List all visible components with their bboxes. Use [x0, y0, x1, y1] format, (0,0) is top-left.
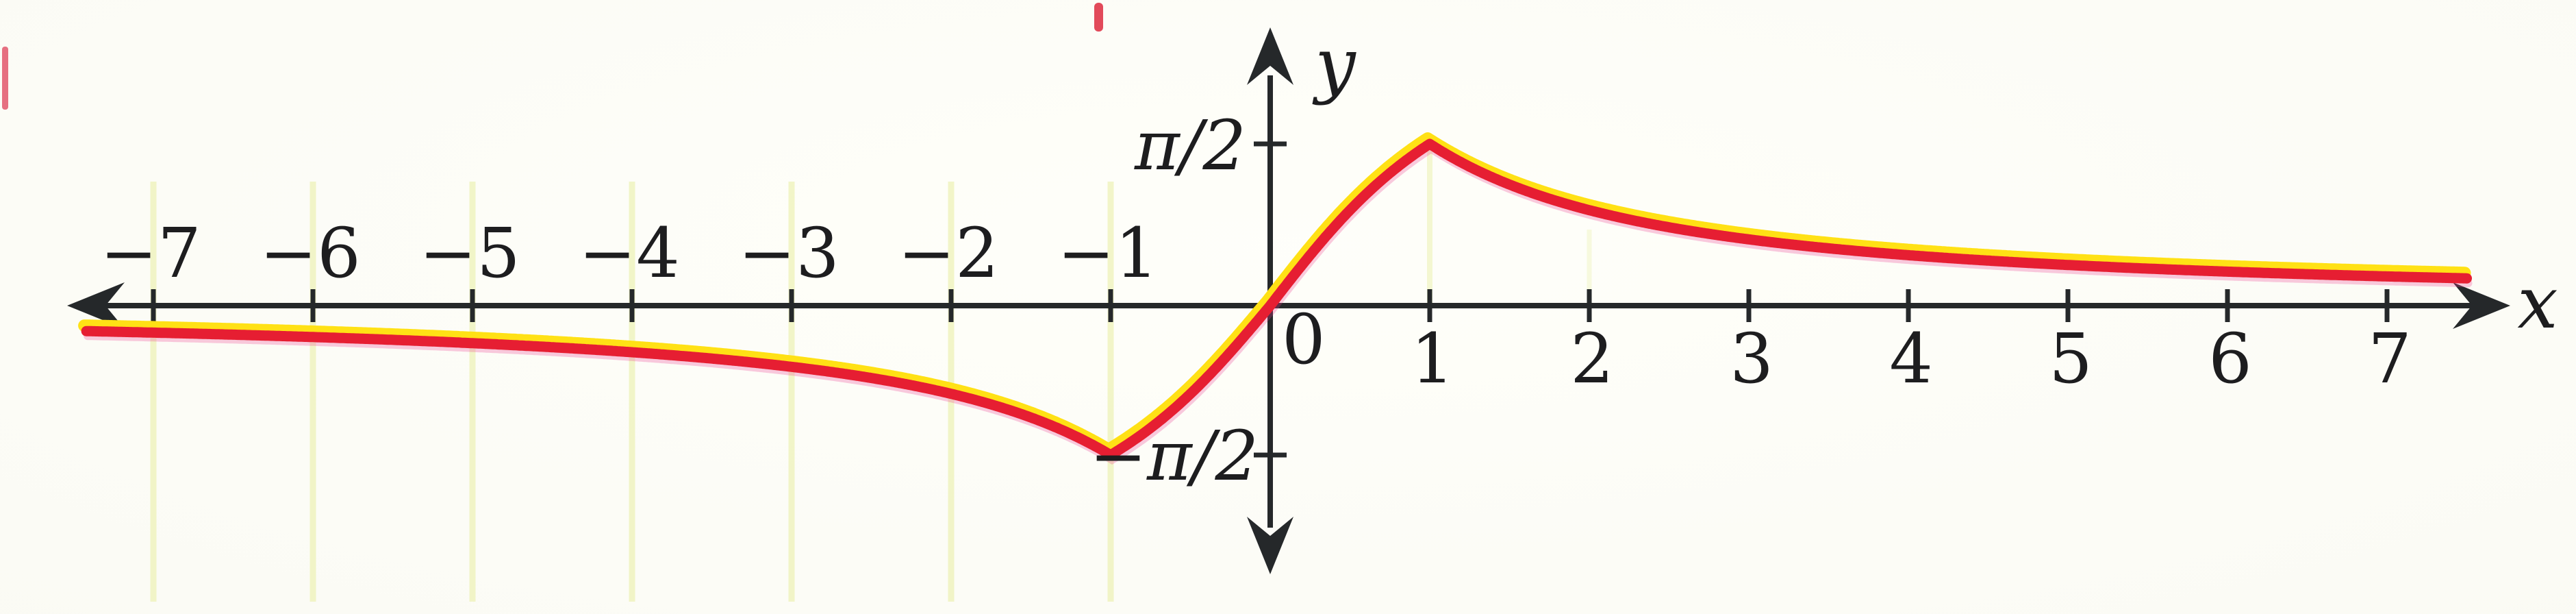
y-tick-label-pi-over-2: π/2	[1134, 106, 1246, 186]
x-tick-label--3: −3	[738, 213, 839, 293]
curve-red-main	[81, 138, 2472, 460]
scan-artifacts	[2, 3, 1103, 110]
x-tick-label-4: 4	[1889, 319, 1933, 399]
x-tick-label-2: 2	[1570, 319, 1614, 399]
y-axis-letter: y	[1312, 23, 1356, 106]
axis-labels: −7 −6 −5 −4 −3 −2 −1 1 2 3 4 5 6 7 0 π/2 −π/2 y x	[100, 23, 2558, 496]
x-tick-label--2: −2	[898, 213, 998, 293]
x-tick-label--7: −7	[100, 213, 201, 293]
x-tick-label-6: 6	[2208, 319, 2252, 399]
x-axis-letter: x	[2517, 261, 2558, 345]
y-axis-top-arrowhead	[1247, 27, 1293, 85]
y-tick-label-neg-pi-over-2: −π/2	[1089, 416, 1259, 496]
y-axis-bottom-arrowhead	[1247, 517, 1293, 574]
axis-ticks	[151, 141, 2390, 458]
x-tick-label--5: −5	[419, 213, 520, 293]
scan-speck-left-edge	[2, 47, 8, 110]
origin-label: 0	[1282, 299, 1326, 380]
x-axis-right-arrowhead	[2453, 282, 2510, 329]
x-tick-label--6: −6	[260, 213, 360, 293]
scan-speck-top	[1094, 3, 1103, 32]
x-tick-label-3: 3	[1730, 319, 1773, 399]
x-tick-label-1: 1	[1411, 319, 1454, 399]
x-tick-label-7: 7	[2368, 319, 2412, 399]
x-tick-label--1: −1	[1057, 213, 1158, 293]
function-curve	[78, 132, 2473, 465]
x-tick-label--4: −4	[579, 213, 679, 293]
x-axis-left-arrowhead	[67, 282, 125, 329]
x-tick-label-5: 5	[2049, 319, 2093, 399]
